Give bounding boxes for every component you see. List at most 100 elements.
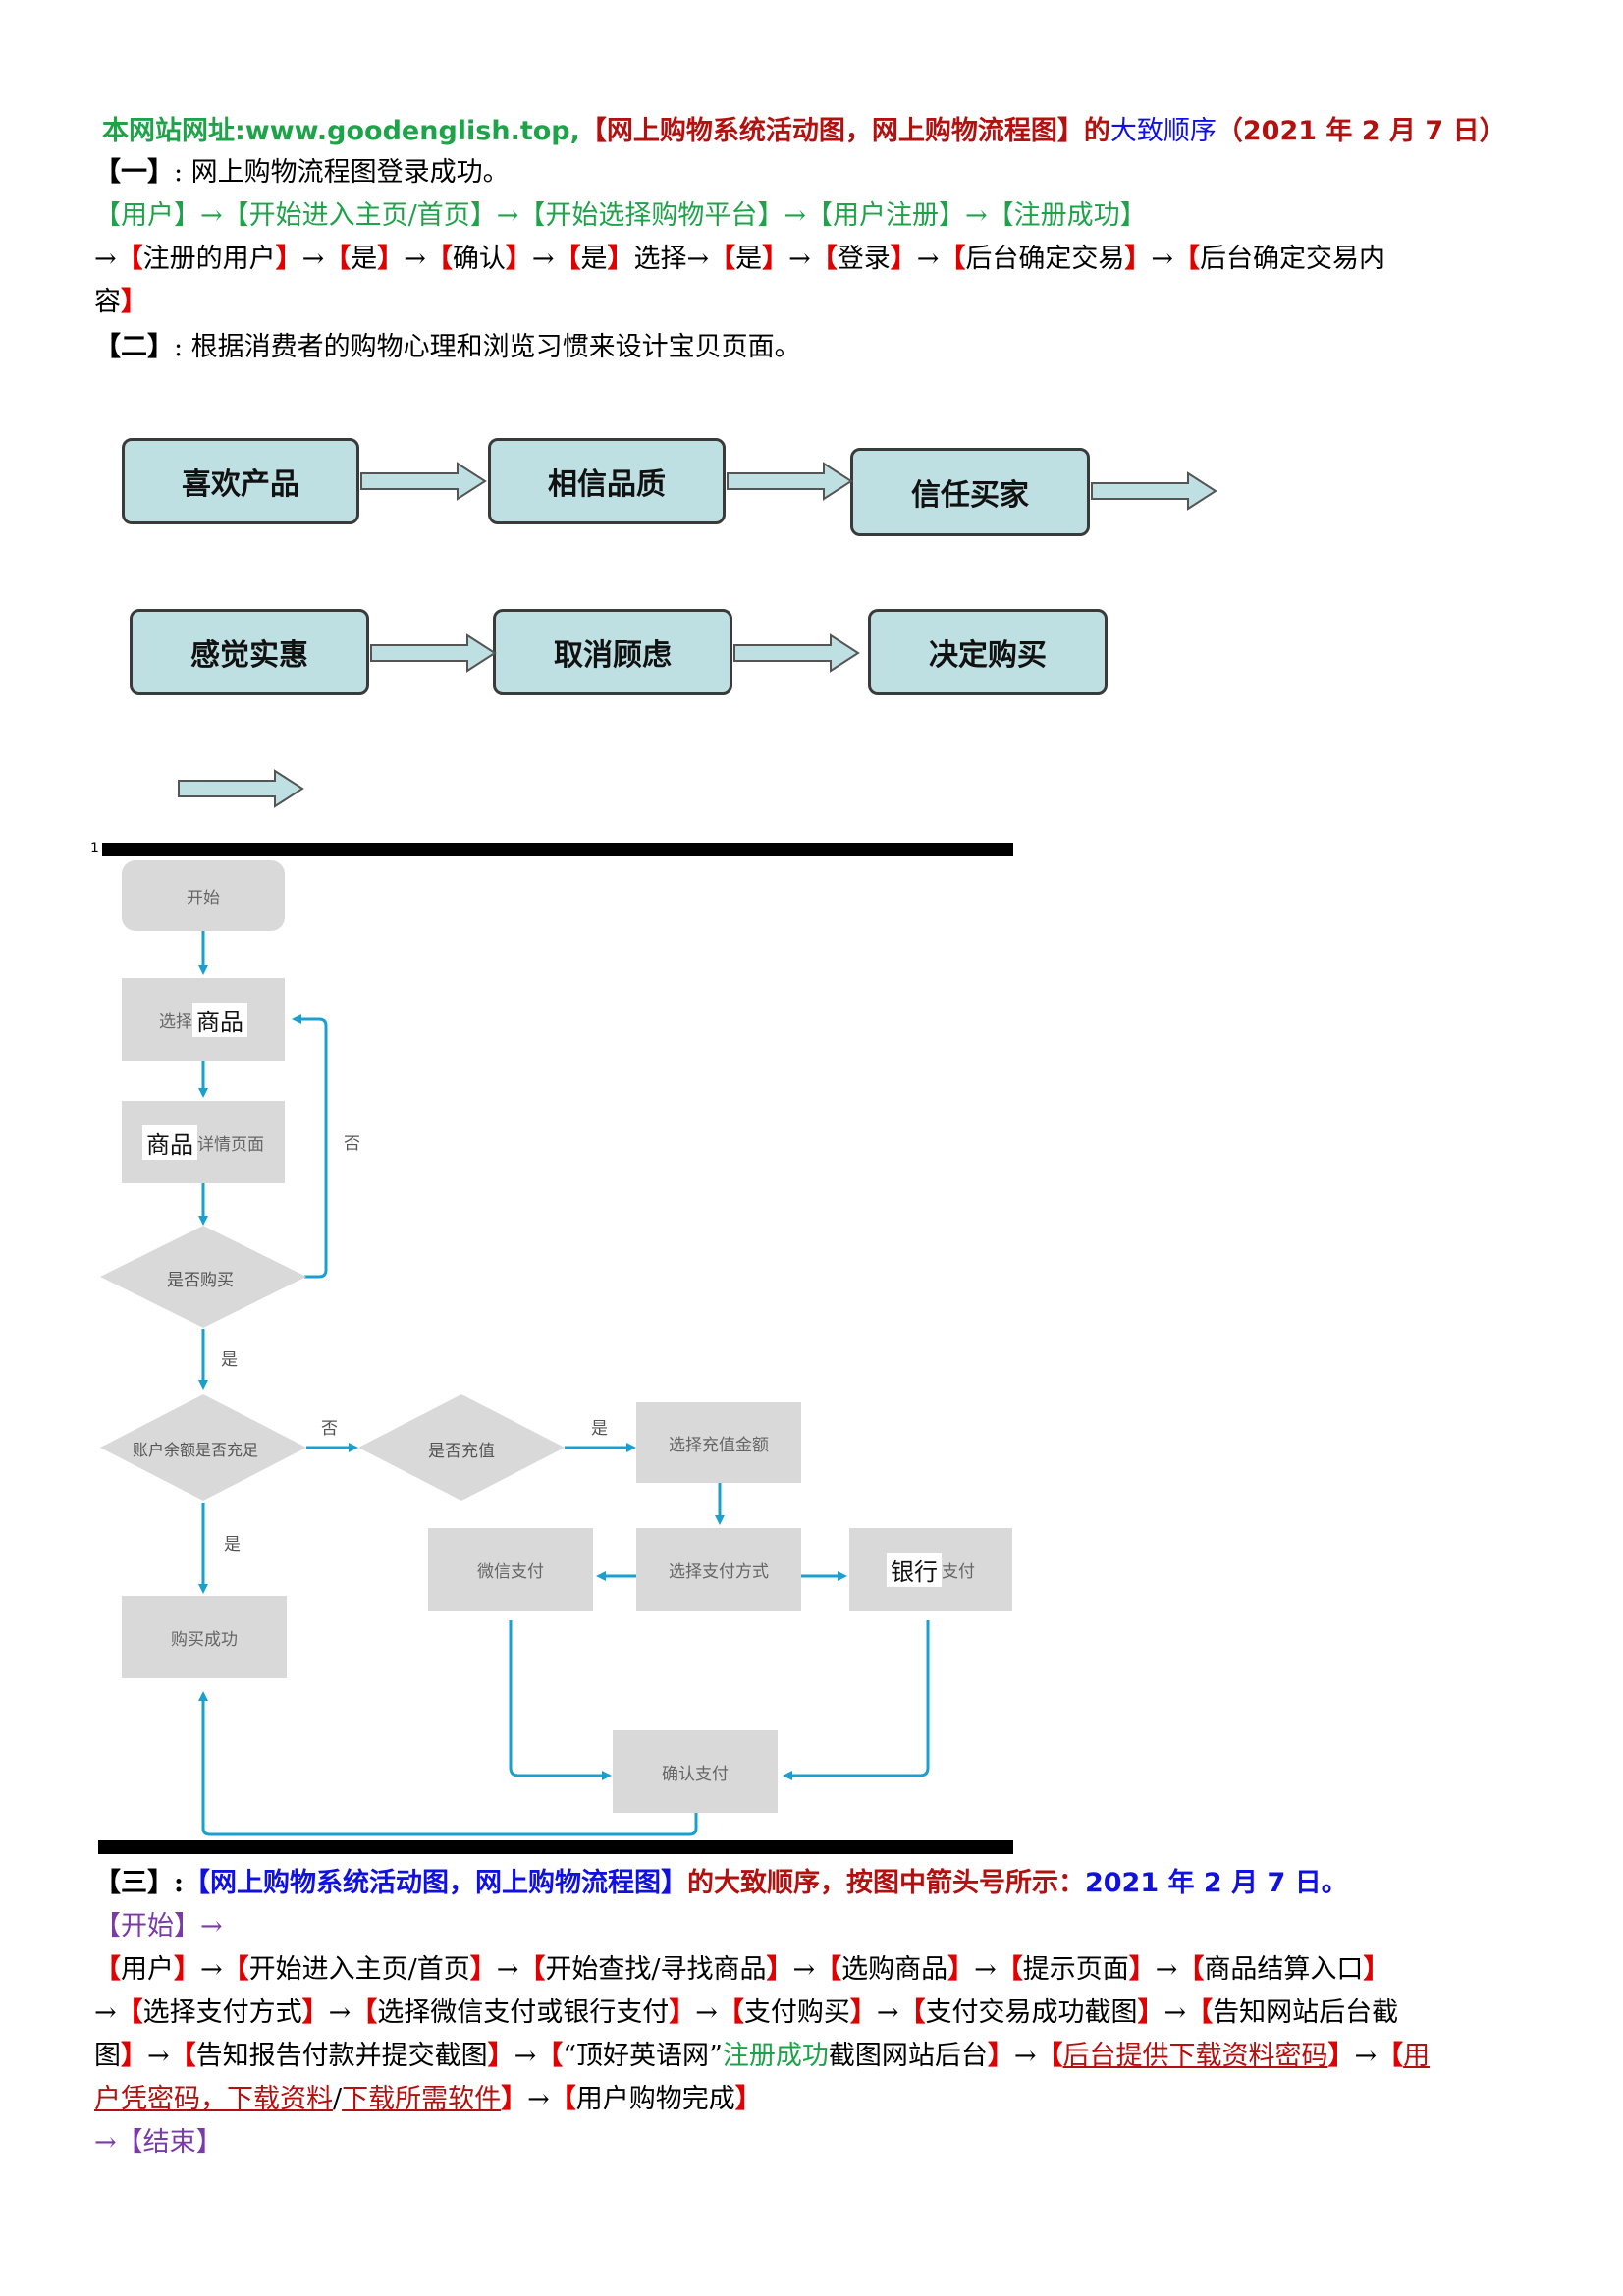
bracket-mark: 】 bbox=[734, 2084, 762, 2114]
backend-password-link[interactable]: 后台提供下载资料密码 bbox=[1062, 2041, 1328, 2071]
bracket-mark: 【 bbox=[536, 2041, 564, 2071]
node-label: 选择 bbox=[159, 1011, 192, 1032]
arrow: → bbox=[1163, 1997, 1187, 2028]
block-arrow-icon bbox=[733, 633, 860, 673]
bracket-mark: 】 bbox=[501, 2084, 528, 2114]
flow-step: 提示页面 bbox=[1022, 1954, 1129, 1985]
flow-step: 选购商品 bbox=[841, 1954, 948, 1985]
decision-diamond-balance bbox=[100, 1394, 306, 1501]
arrow: → bbox=[964, 200, 988, 231]
psych-box-trust-quality: 相信品质 bbox=[488, 438, 726, 524]
arrow: → bbox=[788, 244, 811, 274]
download-software-link[interactable]: 下载所需软件 bbox=[342, 2084, 502, 2114]
section3-line2: →【选择支付方式】→【选择微信支付或银行支付】→【支付购买】→【支付交易成功截图… bbox=[94, 1992, 1398, 2035]
header-de: 的 bbox=[1083, 116, 1110, 146]
bracket-mark: 【 bbox=[549, 2084, 576, 2114]
decision-diamond-recharge bbox=[358, 1394, 565, 1501]
decision-diamond-buy bbox=[100, 1226, 306, 1328]
arrow: → bbox=[695, 1997, 718, 2028]
arrow: → bbox=[1151, 244, 1173, 274]
bracket-mark: 】 bbox=[377, 244, 405, 274]
bracket-mark: 【 bbox=[324, 244, 352, 274]
arrow: → bbox=[496, 1954, 519, 1985]
bracket-mark: 【 bbox=[898, 1997, 926, 2028]
decision-label-recharge: 是否充值 bbox=[428, 1442, 495, 1461]
flow-step: 告知网站后台截 bbox=[1213, 1997, 1399, 2028]
bracket-mark: 【 bbox=[518, 1954, 546, 1985]
bracket-mark: 】 bbox=[121, 2041, 147, 2071]
arrow: → bbox=[527, 2084, 550, 2114]
edge-label-no: 否 bbox=[321, 1419, 338, 1439]
section3-heading: 【三】:【网上购物系统活动图，网上购物流程图】的大致顺序，按图中箭头号所示：20… bbox=[94, 1862, 1348, 1905]
flow-step: 后台确定交易 bbox=[965, 244, 1125, 274]
arrow: → bbox=[404, 244, 426, 274]
bracket-mark: 【 bbox=[1377, 2041, 1404, 2071]
arrow: → bbox=[974, 1954, 997, 1985]
section3-line4: 户凭密码，下载资料/下载所需软件】→【用户购物完成】 bbox=[94, 2078, 762, 2121]
arrow: → bbox=[94, 244, 117, 274]
bracket-mark: 】 bbox=[1327, 2041, 1355, 2071]
bracket-mark: 【 bbox=[169, 2041, 196, 2071]
site-url-label: 本网站网址:www.goodenglish.top, bbox=[102, 116, 580, 146]
flow-step: 用户购物完成 bbox=[575, 2084, 735, 2114]
section3-order-text: 的大致顺序，按图中箭头号所示： bbox=[686, 1868, 1085, 1898]
arrow: → bbox=[1354, 2041, 1378, 2071]
section1-line2: →【注册的用户】→【是】→【确认】→【是】选择→【是】→【登录】→【后台确定交易… bbox=[94, 238, 1385, 281]
credential-link-start[interactable]: 用 bbox=[1403, 2041, 1431, 2071]
header-title: 【网上购物系统活动图，网上购物流程图】 bbox=[579, 116, 1084, 146]
bracket-mark: 】 bbox=[301, 1997, 329, 2028]
bracket-mark: 【 bbox=[116, 1997, 143, 2028]
flow-step-tail: 容 bbox=[94, 287, 121, 317]
bracket-mark: 【 bbox=[1186, 1997, 1214, 2028]
bracket-mark: 【 bbox=[1173, 244, 1200, 274]
bracket-mark: 】 bbox=[469, 1954, 497, 1985]
section1-title: : 网上购物流程图登录成功。 bbox=[174, 157, 510, 188]
colon: : bbox=[174, 1868, 184, 1898]
flowchart-marker: 1 bbox=[90, 841, 99, 856]
credential-download-link[interactable]: 户凭密码，下载资料 bbox=[94, 2084, 333, 2114]
reg-success: 注册成功 bbox=[722, 2041, 829, 2071]
header-rough-order: 大致顺序 bbox=[1109, 116, 1217, 146]
bracket-mark: 】 bbox=[1124, 244, 1152, 274]
arrow: → bbox=[94, 1997, 117, 2028]
bracket-mark: 【 bbox=[1177, 1954, 1205, 1985]
bracket-mark: 】 bbox=[890, 244, 917, 274]
flow-step: 登录 bbox=[837, 244, 891, 274]
arrow: → bbox=[200, 200, 223, 231]
decision-label-balance: 账户余额是否充足 bbox=[133, 1441, 259, 1459]
arrow: → bbox=[531, 244, 555, 274]
section1-line3: 容】 bbox=[94, 281, 147, 324]
flow-step: 支付交易成功截图 bbox=[925, 1997, 1138, 2028]
section3-start: 【开始】→ bbox=[94, 1911, 223, 1941]
flowchart-top-bar bbox=[102, 843, 1013, 856]
bracket-mark: 】 bbox=[121, 287, 147, 317]
bracket-mark: 】 bbox=[947, 1954, 975, 1985]
psych-box-decide-buy: 决定购买 bbox=[868, 609, 1108, 695]
node-label: 详情页面 bbox=[197, 1134, 264, 1155]
decision-label-buy: 是否购买 bbox=[167, 1271, 234, 1290]
bracket-mark: 】 bbox=[669, 1997, 696, 2028]
bracket-mark: 【 bbox=[810, 244, 838, 274]
flow-node-select-goods: 选择商品 bbox=[122, 978, 285, 1061]
section3-date: 2021 年 2 月 7 日。 bbox=[1084, 1868, 1348, 1898]
flow-step: 开始进入主页/首页 bbox=[248, 1954, 470, 1985]
bracket-mark: 【 bbox=[939, 244, 966, 274]
node-label: 选择充值金额 bbox=[669, 1435, 769, 1455]
arrow: → bbox=[876, 1997, 899, 2028]
flow-step: 【用户注册】 bbox=[805, 200, 965, 231]
flow-step: 【注册成功】 bbox=[987, 200, 1147, 231]
flow-node-confirm-pay: 确认支付 bbox=[613, 1730, 778, 1813]
flow-node-wechat-pay: 微信支付 bbox=[428, 1528, 593, 1611]
flow-step-tail: 图 bbox=[94, 2041, 121, 2071]
section3-bracket: 【三】 bbox=[94, 1868, 174, 1898]
section3-title: 【网上购物系统活动图，网上购物流程图】 bbox=[183, 1868, 687, 1898]
flow-step: 告知报告付款并提交截图 bbox=[195, 2041, 488, 2071]
bracket-mark: 【 bbox=[94, 1954, 121, 1985]
flow-step: 选择支付方式 bbox=[142, 1997, 302, 2028]
bracket-mark: 】 bbox=[1128, 1954, 1156, 1985]
flow-node-purchase-success: 购买成功 bbox=[122, 1596, 287, 1678]
arrow: → bbox=[147, 2041, 170, 2071]
bracket-mark: 【 bbox=[717, 1997, 744, 2028]
flow-step: 后台确定交易内 bbox=[1200, 244, 1385, 274]
